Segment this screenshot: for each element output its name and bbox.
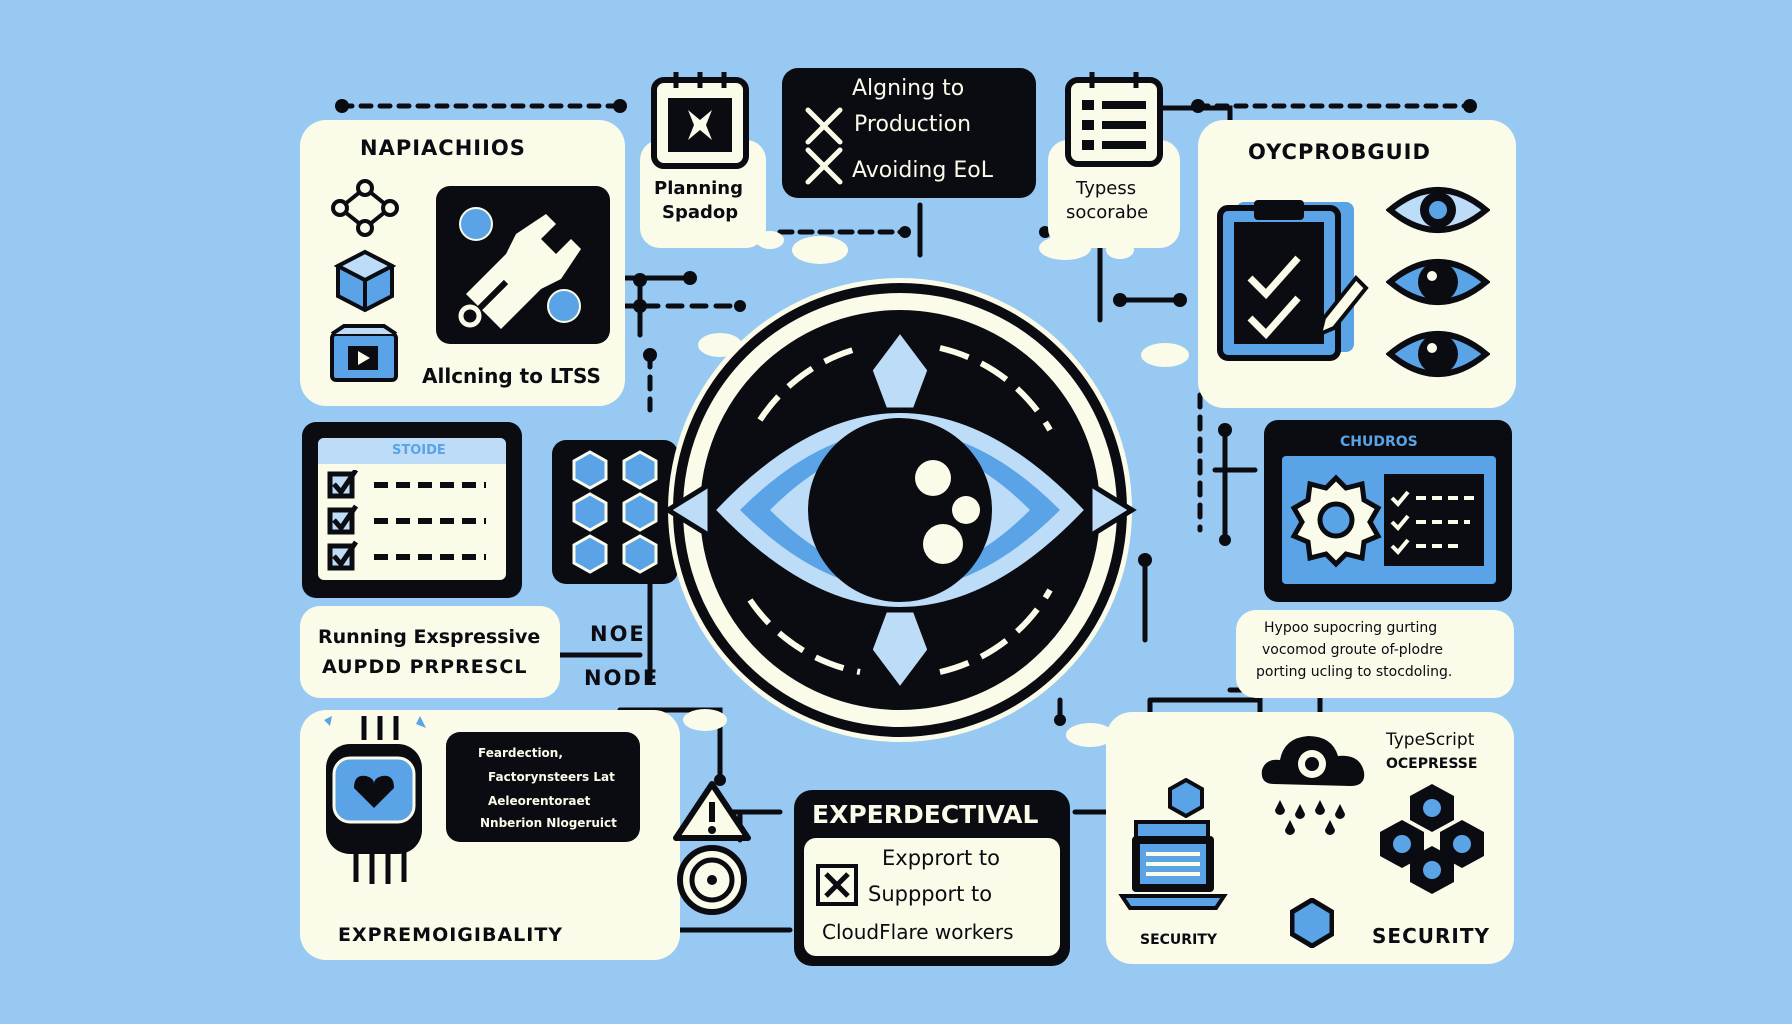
- typescript-line1: TypeScript: [1386, 730, 1475, 750]
- hypoo-line3: porting ucling to stocdoling.: [1256, 664, 1453, 680]
- security-large-label: SECURITY: [1372, 924, 1490, 948]
- aligning-ltss-label: Allcning to LTSS: [422, 364, 601, 388]
- bottom-center-line2: Suppport to: [868, 882, 993, 906]
- typescript-line2: OCEPRESSE: [1386, 756, 1478, 772]
- hypoo-line2: vocomod groute of-plodre: [1262, 642, 1444, 658]
- wrench-gear-icon: [458, 207, 581, 329]
- checklist-icon: [327, 470, 486, 571]
- panel-hypoo: [1236, 610, 1514, 698]
- running-line1: Running Exspressive: [318, 626, 541, 648]
- hexagon-badge-icon: [1168, 778, 1204, 818]
- robot-heart-icon: [324, 716, 426, 884]
- center-top-box: [782, 68, 1036, 198]
- terminal-card: [446, 732, 640, 842]
- power-button-icon: [677, 845, 747, 915]
- planning-line1: Planning: [654, 178, 744, 199]
- noe-label: NOE: [590, 622, 646, 646]
- panel-running: [300, 606, 560, 698]
- node-label: NODE: [584, 666, 660, 690]
- close-icon: [805, 107, 843, 145]
- terminal-line3: Aeleorentoraet: [488, 794, 591, 808]
- planning-line2: Spadop: [662, 202, 739, 223]
- hexagon-badge-icon: [1290, 898, 1334, 948]
- hexagon-cluster-icon: [1380, 784, 1484, 894]
- center-top-line3: Avoiding EoL: [852, 158, 993, 183]
- node-graph-icon: [331, 179, 399, 237]
- calendar-icon: [651, 72, 749, 169]
- eye-icon: [1386, 259, 1490, 305]
- security-small-label: SECURITY: [1140, 932, 1217, 948]
- eye-icon: [1386, 187, 1490, 233]
- close-icon: [805, 147, 843, 185]
- central-eye-icon: [663, 278, 1137, 742]
- bottom-center-title: EXPERDECTIVAL: [812, 800, 1039, 829]
- top-left-title: NAPIACHIIOS: [360, 136, 526, 160]
- checklist-icon: [1065, 72, 1163, 167]
- cloud-icon: [1261, 736, 1365, 835]
- running-line2: AUPDD PRPRESCL: [322, 656, 528, 678]
- hexagon-grid-icon: [572, 450, 658, 574]
- center-top-line1: Algning to: [852, 76, 965, 101]
- terminal-line2: Factorynsteers Lat: [488, 770, 615, 784]
- laptop-icon: [1118, 820, 1228, 910]
- chudros-label: CHUDROS: [1340, 434, 1418, 450]
- types-line2: socorabe: [1066, 202, 1149, 223]
- close-icon: [816, 864, 858, 906]
- cube-icon: [333, 249, 397, 313]
- top-right-title: OYCPROBGUID: [1248, 140, 1431, 164]
- stoide-label: STOIDE: [392, 443, 446, 458]
- expremo-label: EXPREMOIGIBALITY: [338, 924, 564, 946]
- bottom-center-line3: CloudFlare workers: [822, 920, 1014, 944]
- center-top-line2: Production: [854, 112, 972, 137]
- warning-icon: [673, 781, 751, 841]
- terminal-line1: Feardection,: [478, 746, 563, 760]
- terminal-line4: Nnberion Nlogeruict: [480, 816, 617, 830]
- hypoo-line1: Hypoo supocring gurting: [1264, 620, 1438, 636]
- video-box-icon: [330, 324, 398, 382]
- bottom-center-line1: Expprort to: [882, 846, 1001, 870]
- types-line1: Typess: [1076, 178, 1137, 199]
- eye-icon: [1386, 331, 1490, 377]
- stoide-header: [318, 438, 506, 464]
- gear-monitor-icon: [1290, 474, 1484, 568]
- clipboard-check-icon: [1217, 200, 1369, 361]
